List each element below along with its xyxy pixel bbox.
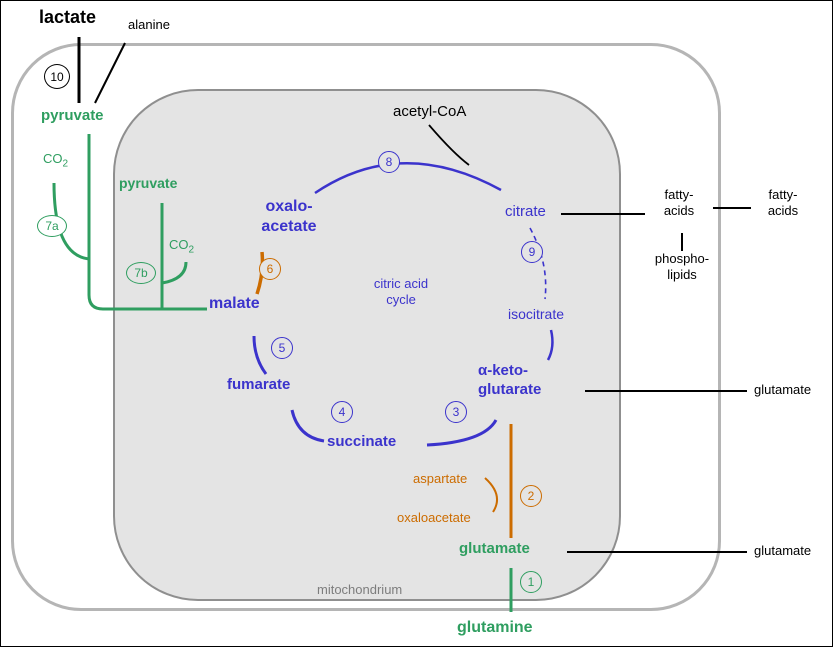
oxaloacetate-line2: acetate [261, 218, 317, 235]
oxaloacetate-line1: oxalo- [265, 198, 313, 215]
step-4-badge: 4 [331, 401, 353, 423]
arrow-oxaloacetate-to-citrate [314, 162, 502, 195]
succinate-label: succinate [327, 433, 397, 450]
oxaloacetate-cycle-label: oxalo- acetate [243, 197, 335, 237]
arrow-pyruvate-to-alanine [94, 42, 126, 104]
fatty-acids-outer-label: fatty- acids [753, 187, 813, 220]
step-6-badge: 6 [259, 258, 281, 280]
step-10-label: 10 [50, 69, 64, 84]
step-7b-badge: 7b [126, 262, 156, 284]
fatty-acids-outer-line2: acids [767, 203, 799, 219]
fumarate-label: fumarate [227, 376, 291, 393]
arrow-fumarate-to-malate [252, 335, 268, 375]
alanine-label: alanine [128, 17, 170, 32]
step-2-badge: 2 [520, 485, 542, 507]
co2-mito-label: CO2 [169, 237, 194, 257]
akg-line2: glutarate [478, 380, 542, 398]
phospholipids-line2: lipids [667, 267, 697, 283]
step-5-label: 5 [278, 341, 286, 355]
arrow-isocitrate-to-akg [546, 329, 554, 361]
pyruvate-mito-label: pyruvate [119, 175, 178, 191]
co2-cytosol-base: CO [43, 151, 63, 166]
step-8-badge: 8 [378, 151, 400, 173]
acetyl-coa-connector [428, 124, 470, 166]
fatty-acids-inner-line1: fatty- [664, 187, 694, 202]
step-7a-badge: 7a [37, 215, 67, 237]
phospholipids-line1: phospho- [654, 251, 710, 266]
fatty-acids-inner-line2: acids [663, 203, 695, 219]
step-2-label: 2 [527, 489, 535, 503]
step-9-badge: 9 [521, 241, 543, 263]
step-3-label: 3 [452, 405, 460, 419]
arrow-aspartate-to-oxaloacetate [484, 477, 499, 513]
co2-cytosol-sub: 2 [62, 158, 69, 170]
step-4-label: 4 [338, 405, 346, 419]
arrow-malate-to-pyruvate-cytosol [87, 134, 207, 311]
step-8-label: 8 [385, 155, 393, 169]
mitochondrion-label: mitochondrium [317, 582, 403, 597]
pyruvate-cytosol-label: pyruvate [41, 107, 104, 124]
cycle-title-line2: cycle [386, 292, 416, 308]
step-7a-label: 7a [45, 219, 59, 233]
oxaloacetate-transamination-label: oxaloacetate [397, 510, 471, 525]
co2-mito-base: CO [169, 237, 189, 252]
co2-cytosol-label: CO2 [43, 151, 68, 171]
arrow-succinate-to-fumarate [290, 409, 325, 443]
citrate-label: citrate [505, 203, 546, 220]
arrow-co2-release-mito [161, 261, 188, 285]
glutamate-right-upper-label: glutamate [754, 382, 812, 397]
glutamate-mito-label: glutamate [459, 540, 530, 557]
step-3-badge: 3 [445, 401, 467, 423]
step-9-label: 9 [528, 245, 536, 259]
step-10-badge: 10 [44, 64, 70, 89]
step-1-badge: 1 [520, 571, 542, 593]
co2-mito-sub: 2 [188, 244, 195, 256]
glutamate-right-lower-label: glutamate [754, 543, 812, 558]
step-5-badge: 5 [271, 337, 293, 359]
arrow-co2-release-cytosol [52, 182, 90, 261]
fatty-acids-inner-label: fatty- acids [649, 187, 709, 220]
fatty-acids-outer-line1: fatty- [768, 187, 798, 202]
isocitrate-label: isocitrate [508, 306, 565, 322]
cycle-title: citric acid cycle [353, 276, 449, 309]
glutamine-label: glutamine [457, 619, 533, 636]
step-7b-label: 7b [134, 266, 148, 280]
phospholipids-label: phospho- lipids [642, 251, 722, 284]
mitochondrion [113, 89, 621, 601]
step-6-label: 6 [266, 262, 274, 276]
step-1-label: 1 [527, 575, 535, 589]
arrow-citrate-to-isocitrate-dashed [529, 227, 547, 300]
aspartate-label: aspartate [413, 471, 468, 486]
lactate-label: lactate [39, 7, 97, 27]
cycle-title-line1: citric acid [373, 276, 429, 291]
akg-line1: α-keto- [478, 362, 529, 379]
arrow-akg-to-succinate [426, 419, 498, 447]
malate-label: malate [209, 295, 260, 312]
alpha-ketoglutarate-label: α-keto- glutarate [478, 362, 541, 400]
acetyl-coa-label: acetyl-CoA [393, 103, 467, 120]
